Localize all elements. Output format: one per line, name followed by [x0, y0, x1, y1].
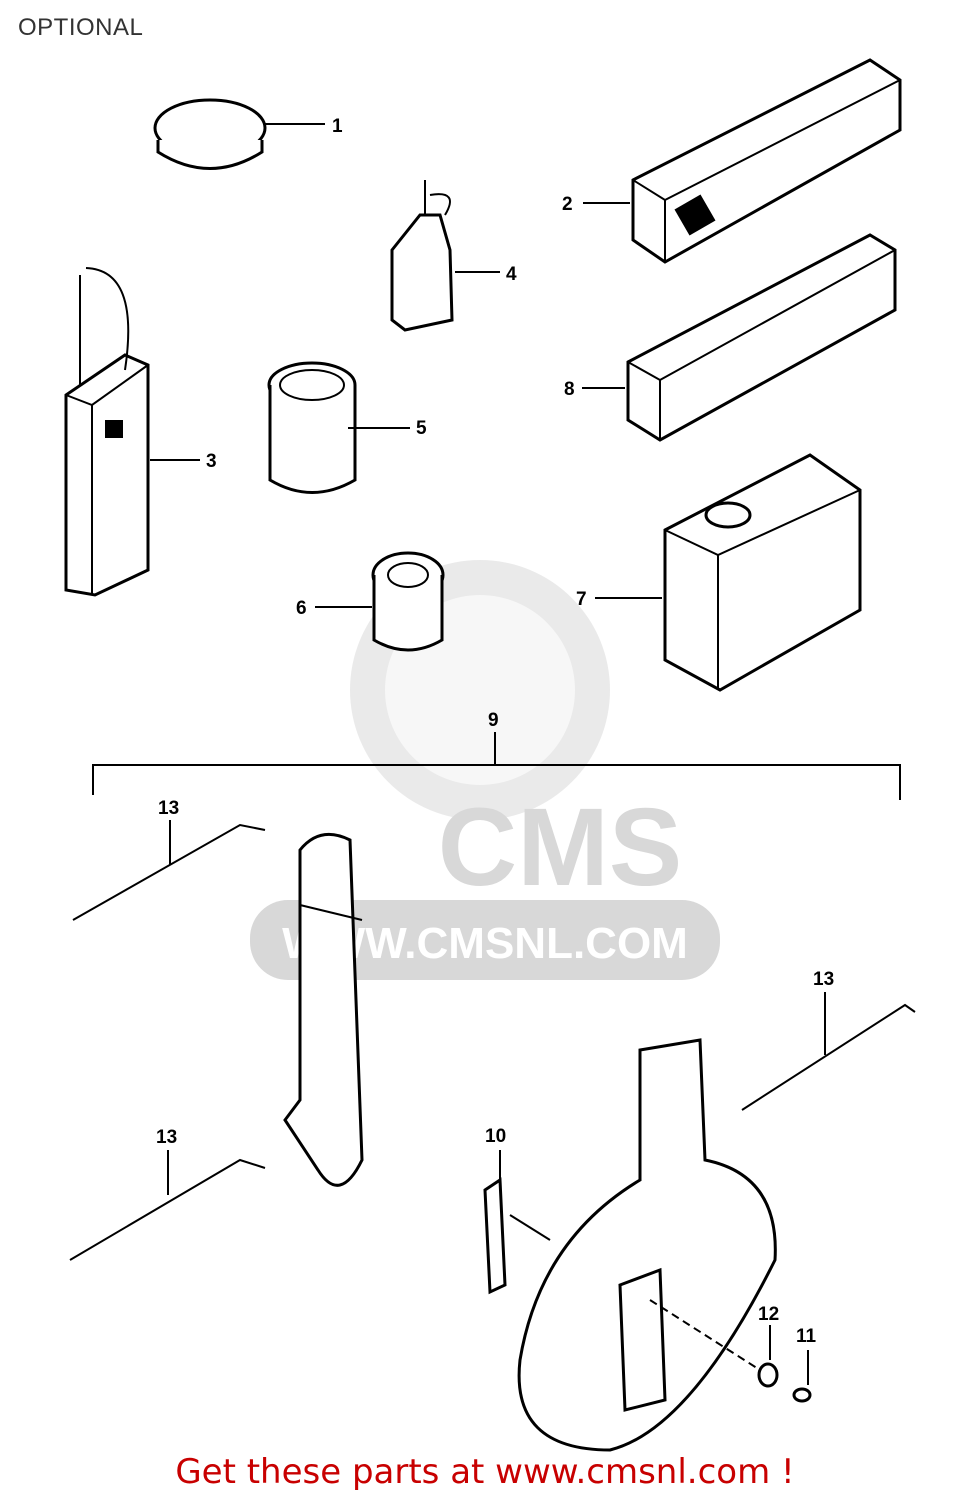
callout-2: 2 [562, 194, 573, 215]
part-8-paste-box[interactable] [582, 233, 897, 442]
part-13-rod-right[interactable] [741, 992, 916, 1111]
callout-8: 8 [564, 379, 575, 400]
callout-13-upper-left: 13 [158, 798, 179, 819]
callout-3: 3 [206, 451, 217, 472]
part-13-rod-upper-left[interactable] [72, 820, 266, 921]
part-3-bottle[interactable] [64, 267, 200, 597]
callout-7: 7 [576, 589, 587, 610]
part-13-rod-lower-left[interactable] [69, 1150, 266, 1261]
part-10-bracket[interactable] [483, 1150, 551, 1295]
part-2-box[interactable] [583, 58, 902, 264]
part-6-small-can[interactable] [315, 551, 445, 652]
callout-10: 10 [485, 1126, 506, 1147]
part-7-oil-can[interactable] [595, 453, 862, 692]
footer-link[interactable]: Get these parts at www.cmsnl.com ! [175, 1452, 795, 1492]
callout-6: 6 [296, 598, 307, 619]
part-5-can[interactable] [267, 361, 410, 494]
callout-11: 11 [796, 1326, 817, 1347]
page-title: OPTIONAL [18, 14, 144, 41]
part-4-oil-bottle[interactable] [390, 180, 500, 332]
part-12-washer[interactable] [757, 1325, 779, 1388]
callout-13-lower-left: 13 [156, 1127, 177, 1148]
part-11-screw[interactable] [792, 1350, 812, 1403]
watermark-logo-text: CMS [438, 786, 682, 909]
part-fork-tube[interactable] [283, 832, 364, 1187]
callout-9: 9 [488, 710, 499, 731]
callout-4: 4 [506, 264, 517, 285]
part-1-tin[interactable] [153, 98, 325, 170]
callout-5: 5 [416, 418, 427, 439]
callout-13-right: 13 [813, 969, 834, 990]
callout-1: 1 [332, 116, 343, 137]
kit-9-bracket [92, 732, 901, 800]
callout-12: 12 [758, 1304, 779, 1325]
part-mudguard[interactable] [517, 1038, 777, 1452]
